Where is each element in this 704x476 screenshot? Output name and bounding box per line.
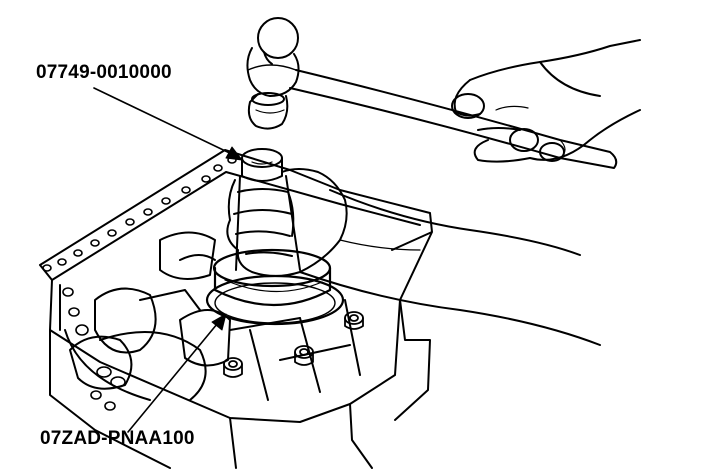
arrowhead-bottom [211, 313, 227, 331]
gripping-hand [226, 168, 601, 346]
arrowhead-top [225, 146, 243, 161]
hammer [246, 17, 618, 169]
leader-line-bottom [127, 317, 223, 433]
engine-block [39, 149, 433, 469]
seal-driver-attachment [205, 248, 345, 326]
block-studs [223, 311, 364, 378]
leader-line-top [93, 87, 241, 159]
leader-lines [93, 87, 243, 433]
stud-3 [223, 357, 243, 378]
stud-2 [294, 345, 314, 366]
hammer-hand [451, 39, 641, 163]
driver-handle-part-label: 07749-0010000 [36, 62, 172, 83]
stud-1 [344, 311, 364, 330]
seal-driver-part-label: 07ZAD-PNAA100 [40, 428, 195, 449]
